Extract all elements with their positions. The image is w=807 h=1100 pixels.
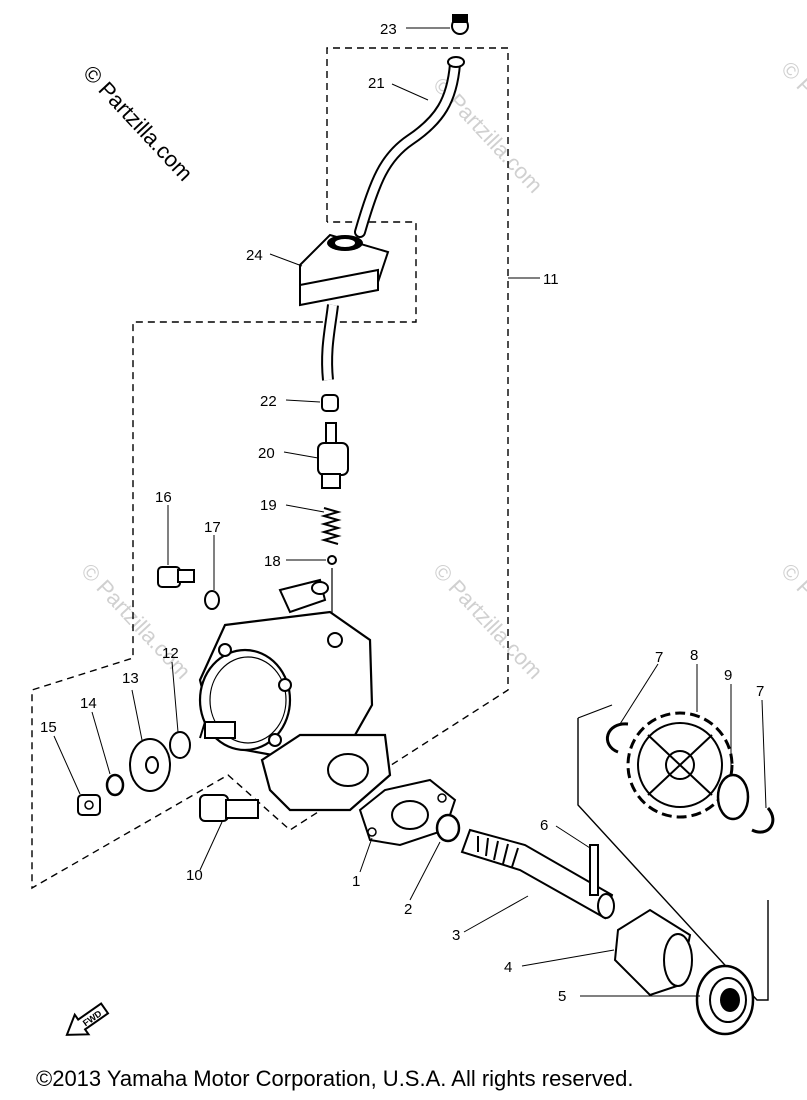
label-part-9: 9 <box>724 667 732 684</box>
label-part-18: 18 <box>264 553 281 570</box>
gear-8 <box>626 711 734 819</box>
label-part-10: 10 <box>186 867 203 884</box>
gasket-1 <box>358 778 457 847</box>
bolt-10 <box>199 794 259 822</box>
shaft-3 <box>460 828 615 920</box>
label-part-1: 1 <box>352 873 360 890</box>
label-part-4: 4 <box>504 959 512 976</box>
label-part-15: 15 <box>40 719 57 736</box>
ball-18 <box>327 555 337 565</box>
label-part-8: 8 <box>690 647 698 664</box>
pump-body <box>198 578 392 812</box>
bearing-5 <box>695 964 755 1036</box>
label-part-5: 5 <box>558 988 566 1005</box>
label-part-11: 11 <box>543 271 559 288</box>
label-part-20: 20 <box>258 445 275 462</box>
leader-lines <box>53 27 767 997</box>
label-part-7-left: 7 <box>655 649 663 666</box>
spring-19 <box>320 507 342 545</box>
gear-group-outline-top <box>577 704 613 719</box>
oring-2 <box>435 813 461 843</box>
screw-16 <box>157 566 195 588</box>
washer-17 <box>204 590 220 610</box>
label-part-21: 21 <box>368 75 385 92</box>
clamp-22 <box>321 394 339 412</box>
label-part-7-right: 7 <box>756 683 764 700</box>
fwd-arrow: FWD <box>65 1002 110 1036</box>
clip-7b <box>751 807 775 834</box>
watermark-faint-4: © Partzilla.com <box>776 558 807 683</box>
nut-15 <box>77 794 101 816</box>
gear-group-outline <box>577 718 769 1001</box>
pin-6 <box>589 844 599 896</box>
label-part-16: 16 <box>155 489 172 506</box>
label-part-23: 23 <box>380 21 397 38</box>
collar-4 <box>613 908 693 997</box>
label-part-24: 24 <box>246 247 263 264</box>
label-part-14: 14 <box>80 695 97 712</box>
label-part-22: 22 <box>260 393 277 410</box>
copyright-text: ©2013 Yamaha Motor Corporation, U.S.A. A… <box>36 1066 634 1091</box>
assembly-outline <box>31 47 509 890</box>
watermark-faint-5: © Partzilla.com <box>776 56 807 181</box>
label-part-3: 3 <box>452 927 460 944</box>
label-part-2: 2 <box>404 901 412 918</box>
clip-7a <box>606 722 629 754</box>
label-part-19: 19 <box>260 497 277 514</box>
oring-12 <box>169 731 191 759</box>
holder-24 <box>299 233 390 307</box>
label-part-13: 13 <box>122 670 139 687</box>
washer-14 <box>105 773 125 797</box>
watermark-main: © Partzilla.com <box>78 60 197 185</box>
watermark-faint-3: © Partzilla.com <box>428 558 547 683</box>
label-part-17: 17 <box>204 519 221 536</box>
label-part-6: 6 <box>540 817 548 834</box>
cap-23 <box>451 14 469 35</box>
plate-13 <box>129 738 171 792</box>
washer-9 <box>716 773 750 821</box>
banjo-20 <box>317 422 349 489</box>
label-part-12: 12 <box>162 645 179 662</box>
